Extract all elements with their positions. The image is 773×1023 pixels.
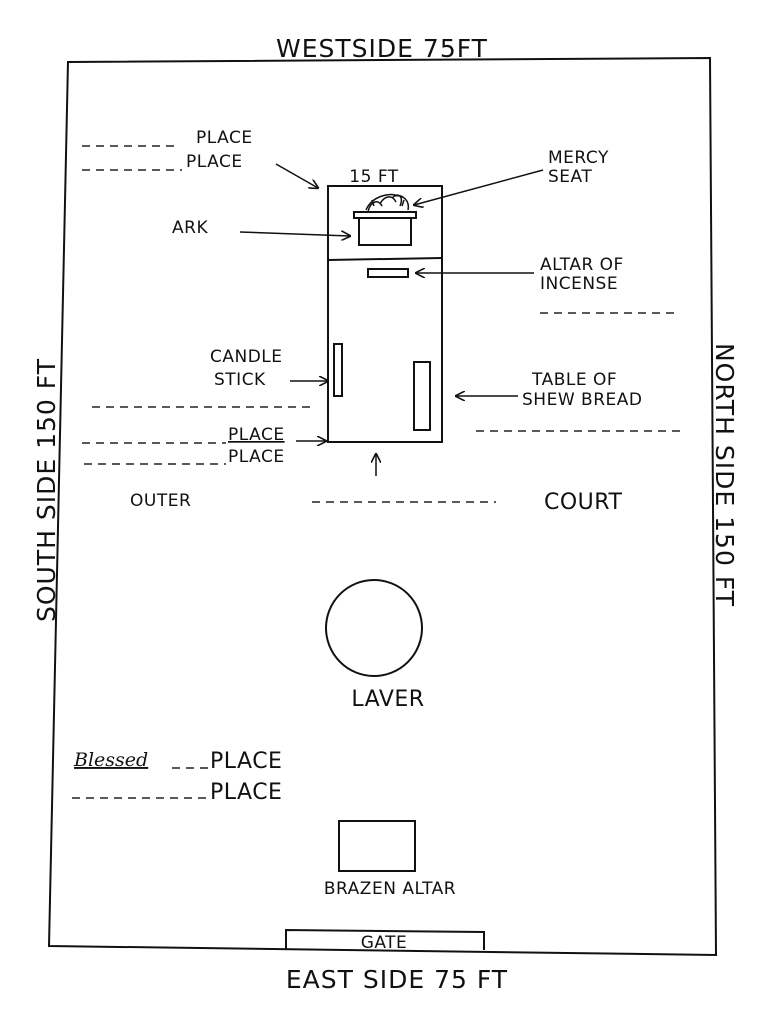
- place-label: PLACE: [228, 447, 285, 467]
- blessed-label: Blessed: [73, 749, 148, 771]
- south-side-label: SOUTH SIDE 150 FT: [32, 358, 61, 622]
- brazen-altar-label: BRAZEN ALTAR: [324, 879, 456, 899]
- place-label: PLACE: [196, 128, 253, 148]
- ark-shape: [358, 216, 412, 246]
- candlestick-shape: [333, 343, 343, 397]
- north-side-label: NORTH SIDE 150 FT: [710, 343, 739, 607]
- place-label: PLACE: [210, 749, 282, 774]
- mercy-seat-label: SEAT: [548, 167, 592, 187]
- pointer-arrow: [275, 163, 318, 188]
- gate-label: GATE: [361, 933, 408, 953]
- pointer-arrow: [239, 232, 350, 236]
- laver-shape: [325, 579, 423, 677]
- table-of-shewbread-label: SHEW BREAD: [522, 390, 642, 410]
- veil-line: [327, 257, 443, 261]
- cherubim-shape: [367, 194, 405, 213]
- east-side-label: EAST SIDE 75 FT: [286, 965, 508, 994]
- candlestick-label: STICK: [214, 370, 266, 390]
- brazen-altar-shape: [338, 820, 416, 872]
- tabernacle-building: [327, 185, 443, 443]
- outer-label: OUTER: [130, 491, 191, 511]
- court-label: COURT: [544, 490, 622, 515]
- mercy-seat-shape: [353, 211, 417, 219]
- holiest-width-label: 15 FT: [349, 167, 399, 187]
- pointer-arrow: [414, 169, 544, 205]
- candlestick-label: CANDLE: [210, 347, 283, 367]
- laver-label: LAVER: [351, 687, 424, 712]
- altar-of-incense-label: INCENSE: [540, 274, 618, 294]
- table-of-shewbread-shape: [413, 361, 431, 431]
- altar-of-incense-shape: [367, 268, 409, 278]
- west-side-label: WESTSIDE 75FT: [276, 34, 488, 63]
- place-label: PLACE: [228, 425, 285, 445]
- cherubim-wings: [365, 193, 410, 211]
- place-label: PLACE: [186, 152, 243, 172]
- gate-shape: [285, 928, 485, 950]
- ark-label: ARK: [172, 218, 208, 238]
- mercy-seat-label: MERCY: [548, 148, 609, 168]
- altar-of-incense-label: ALTAR OF: [540, 255, 624, 275]
- place-label: PLACE: [210, 780, 282, 805]
- court-boundary: [47, 56, 718, 957]
- table-of-shewbread-label: TABLE OF: [531, 370, 617, 390]
